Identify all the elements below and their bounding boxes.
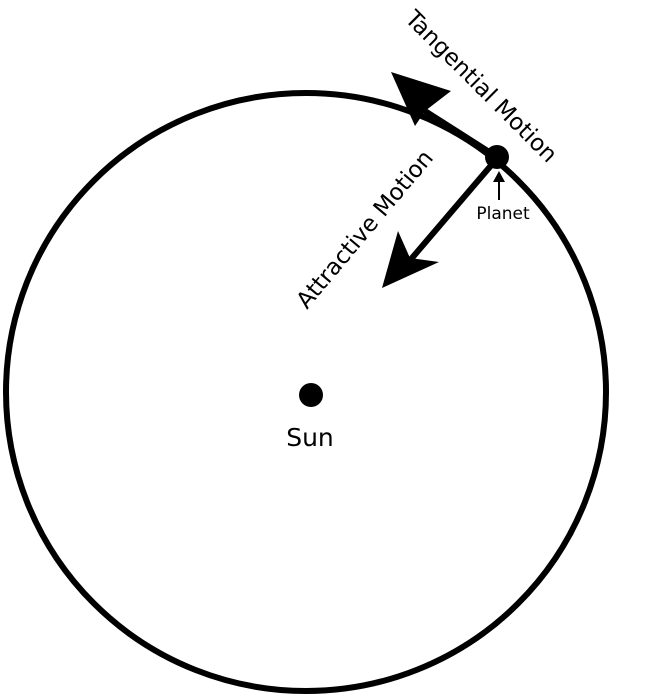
planet-label: Planet <box>476 204 530 224</box>
attractive-arrowhead <box>382 231 439 288</box>
planet-pointer-arrowhead <box>493 171 505 182</box>
sun-label: Sun <box>286 423 334 452</box>
attractive-arrow-shaft <box>409 159 497 261</box>
tangential-arrow-shaft <box>422 108 497 158</box>
sun-dot <box>299 383 323 407</box>
attractive-motion-label: Attractive Motion <box>292 145 439 313</box>
tangential-arrowhead <box>391 72 451 126</box>
orbit-circle <box>3 90 609 694</box>
